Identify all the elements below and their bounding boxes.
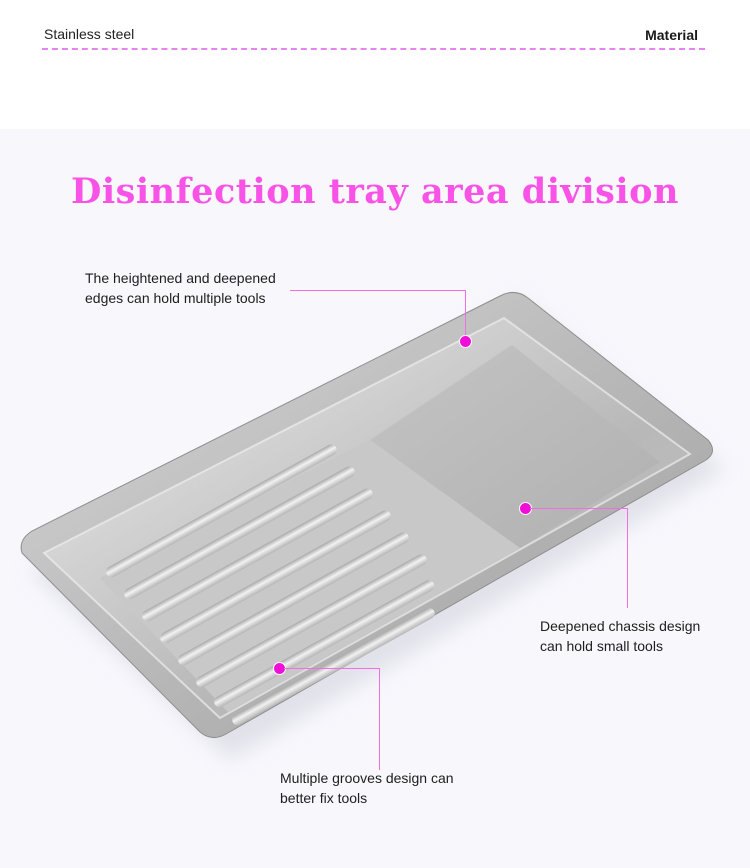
leader-line-grooves-h [284, 668, 380, 669]
callout-edges: The heightened and deepened edges can ho… [85, 268, 276, 308]
leader-line-grooves-v [379, 668, 380, 770]
grooves [106, 444, 435, 726]
spec-label: Material [645, 27, 698, 43]
spec-value: Stainless steel [44, 26, 135, 42]
marker-dot-edges [459, 335, 472, 348]
section-title: Disinfection tray area division [71, 171, 679, 212]
callout-chassis-line2: can hold small tools [540, 638, 663, 654]
callout-chassis-line1: Deepened chassis design [540, 618, 701, 634]
callout-grooves: Multiple grooves design can better fix t… [280, 768, 454, 808]
leader-line-chassis-h [530, 508, 628, 509]
callout-grooves-line1: Multiple grooves design can [280, 770, 454, 786]
callout-edges-line1: The heightened and deepened [85, 270, 276, 286]
spec-section: Stainless steel Material [0, 0, 750, 129]
callout-chassis: Deepened chassis design can hold small t… [540, 616, 700, 656]
leader-line-edges-h [290, 290, 466, 291]
callout-edges-line2: edges can hold multiple tools [85, 290, 266, 306]
dashed-divider [42, 48, 705, 50]
leader-line-chassis-v [627, 508, 628, 608]
leader-line-edges-v [465, 290, 466, 340]
callout-grooves-line2: better fix tools [280, 790, 368, 806]
